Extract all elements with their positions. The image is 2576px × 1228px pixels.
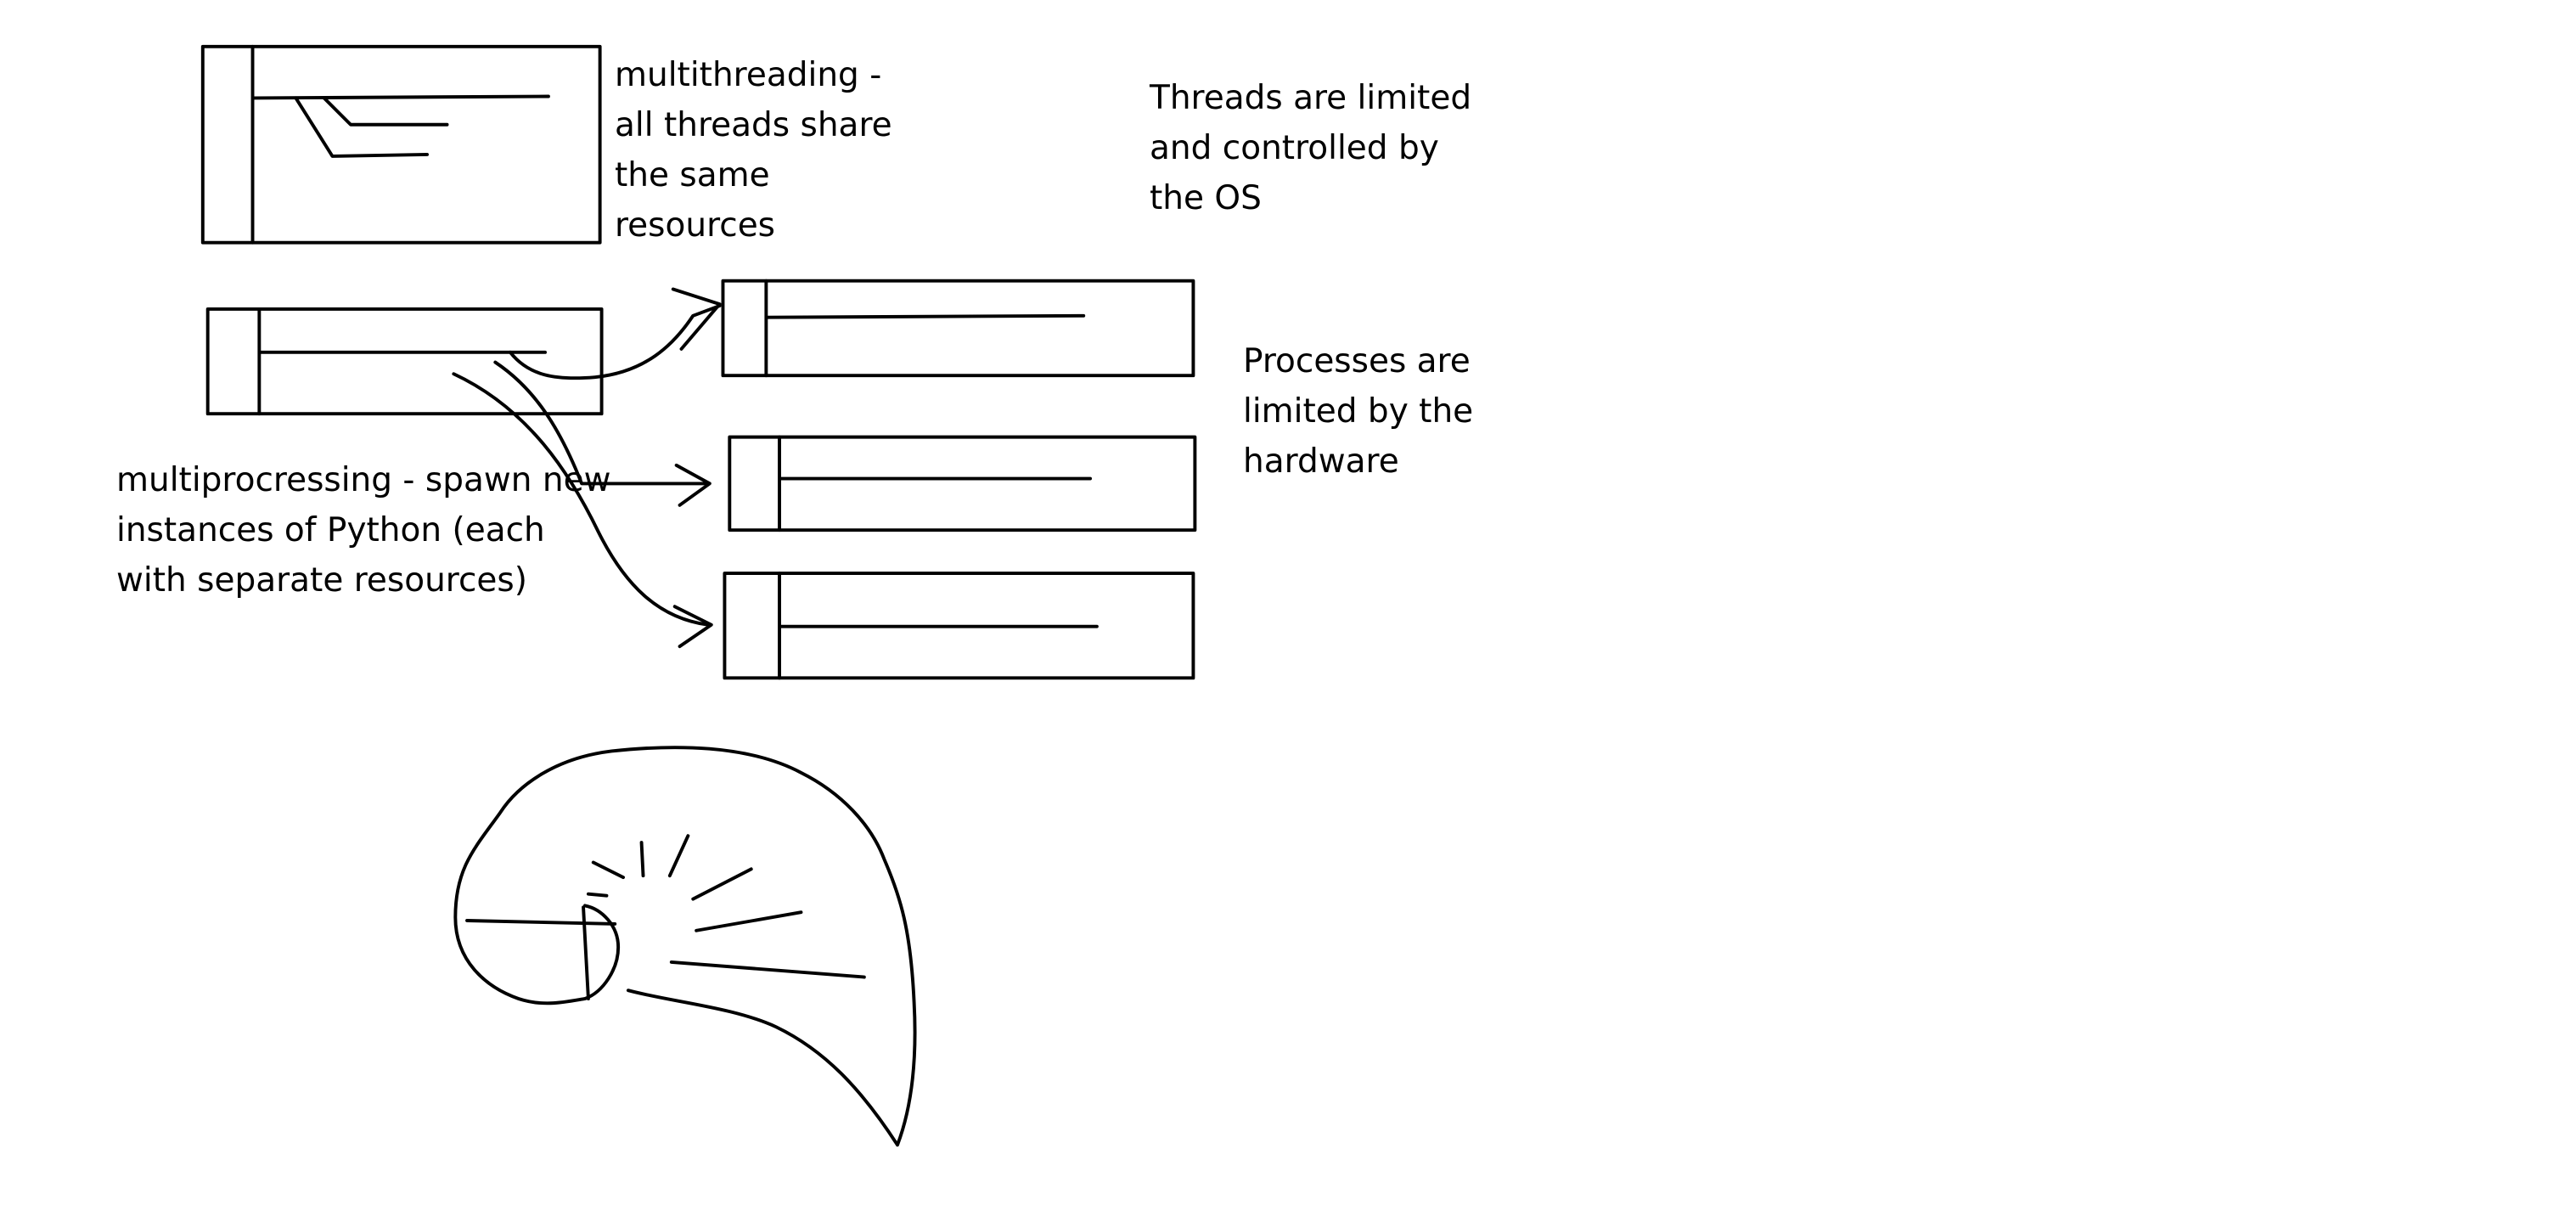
note-line: the OS (1150, 179, 1262, 217)
note-line: limited by the (1243, 392, 1474, 431)
child-process-box-2 (728, 435, 1197, 532)
process-box-outline (205, 307, 604, 416)
threads-limit-note: Threads are limited and controlled by th… (1150, 73, 1471, 223)
spawn-arrow-2 (493, 360, 711, 507)
note-line: and controlled by (1150, 129, 1439, 167)
arrow-head (671, 287, 722, 351)
note-line: Threads are limited (1150, 79, 1472, 117)
arrow-shaft (508, 304, 722, 380)
multithreading-process-box (200, 44, 602, 245)
main-thread-line (252, 94, 550, 100)
shell-line (691, 867, 753, 901)
spawn-arrow-3 (452, 372, 713, 649)
note-line: instances of Python (each (116, 511, 545, 549)
note-line: multiprocressing - spawn new (116, 461, 611, 499)
note-line: resources (615, 206, 776, 245)
arrow-shaft (452, 372, 710, 627)
shell-sketch (453, 746, 917, 1147)
child-process-box-1 (721, 279, 1195, 378)
shell-line (586, 892, 609, 898)
note-line: the same (615, 156, 770, 194)
note-line: with separate resources) (116, 561, 527, 600)
main-thread-line (766, 313, 1086, 319)
multiprocessing-note: multiprocressing - spawn new instances o… (116, 455, 611, 606)
thread-branch-line (322, 96, 449, 127)
process-box-outline (721, 279, 1195, 378)
child-process-box-3 (723, 572, 1195, 680)
note-line: multithreading - (615, 56, 882, 94)
shell-line (591, 860, 625, 880)
shell-line (667, 834, 690, 878)
parent-process-box (205, 307, 604, 416)
arrow-shaft (493, 360, 710, 486)
thread-branch-line (294, 96, 430, 158)
note-line: Processes are (1243, 342, 1471, 380)
multithreading-note: multithreading - all threads share the s… (615, 50, 892, 251)
process-box-outline (200, 44, 602, 245)
note-line: hardware (1243, 442, 1399, 481)
arrow-head (672, 605, 713, 649)
processes-limit-note: Processes are limited by the hardware (1243, 336, 1473, 487)
arrow-head (674, 463, 711, 507)
shell-line (669, 960, 866, 979)
note-line: all threads share (615, 106, 892, 144)
shell-line (465, 919, 617, 926)
process-box-outline (723, 572, 1195, 680)
shell-line (639, 841, 645, 878)
process-box-outline (728, 435, 1197, 532)
shell-outline (453, 746, 917, 1147)
shell-line (695, 910, 803, 932)
spawn-arrow-1 (508, 287, 722, 380)
shell-line (582, 905, 590, 1000)
